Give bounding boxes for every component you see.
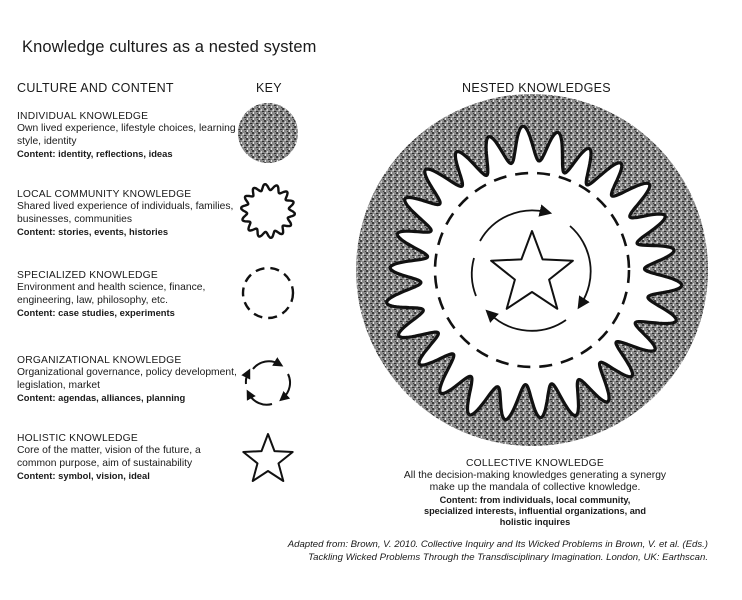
collective-heading: COLLECTIVE KNOWLEDGE bbox=[466, 458, 604, 469]
star-icon bbox=[242, 433, 294, 482]
entry-individual-knowledge: INDIVIDUAL KNOWLEDGE Own lived experienc… bbox=[17, 111, 237, 161]
entry-description: Shared lived experience of individuals, … bbox=[17, 201, 234, 225]
entry-content: Content: identity, reflections, ideas bbox=[17, 148, 173, 160]
entry-specialized-knowledge: SPECIALIZED KNOWLEDGE Environment and he… bbox=[17, 270, 237, 320]
entry-description: Core of the matter, vision of the future… bbox=[17, 445, 201, 469]
credit-line-2: Tackling Wicked Problems Through the Tra… bbox=[308, 552, 708, 563]
source-credit: Adapted from: Brown, V. 2010. Collective… bbox=[200, 538, 708, 564]
entry-heading: HOLISTIC KNOWLEDGE bbox=[17, 433, 138, 444]
entry-heading: ORGANIZATIONAL KNOWLEDGE bbox=[17, 355, 182, 366]
cycle-arrows-icon bbox=[241, 357, 292, 406]
entry-description: Own lived experience, lifestyle choices,… bbox=[17, 123, 236, 147]
column-header-key: KEY bbox=[256, 81, 282, 95]
entry-local-community-knowledge: LOCAL COMMUNITY KNOWLEDGE Shared lived e… bbox=[17, 189, 237, 239]
organizational-cycle-arrows bbox=[471, 204, 592, 332]
credit-line-1: Adapted from: Brown, V. 2010. Collective… bbox=[287, 539, 708, 550]
speckled-disc-icon bbox=[238, 103, 298, 163]
nested-knowledges-diagram bbox=[356, 94, 708, 446]
entry-description: Organizational governance, policy develo… bbox=[17, 367, 237, 391]
entry-content: Content: symbol, vision, ideal bbox=[17, 470, 150, 482]
collective-knowledge-caption: COLLECTIVE KNOWLEDGE All the decision-ma… bbox=[390, 458, 680, 528]
entry-holistic-knowledge: HOLISTIC KNOWLEDGE Core of the matter, v… bbox=[17, 433, 237, 483]
entry-heading: INDIVIDUAL KNOWLEDGE bbox=[17, 111, 149, 122]
entry-heading: LOCAL COMMUNITY KNOWLEDGE bbox=[17, 189, 192, 200]
collective-description: All the decision-making knowledges gener… bbox=[403, 470, 667, 494]
specialized-knowledge-dashed-ring bbox=[433, 171, 631, 369]
holistic-knowledge-star bbox=[490, 230, 574, 310]
community-boundary-wave bbox=[385, 124, 684, 422]
column-header-culture: CULTURE AND CONTENT bbox=[17, 81, 174, 95]
collective-content: Content: from individuals, local communi… bbox=[423, 494, 647, 527]
column-header-nested: NESTED KNOWLEDGES bbox=[462, 81, 611, 95]
entry-content: Content: stories, events, histories bbox=[17, 226, 169, 238]
page-title: Knowledge cultures as a nested system bbox=[22, 38, 317, 56]
entry-heading: SPECIALIZED KNOWLEDGE bbox=[17, 270, 158, 281]
entry-organizational-knowledge: ORGANIZATIONAL KNOWLEDGE Organizational … bbox=[17, 355, 237, 405]
entry-content: Content: case studies, experiments bbox=[17, 307, 175, 319]
entry-description: Environment and health science, finance,… bbox=[17, 282, 206, 306]
wavy-ring-icon bbox=[239, 182, 297, 240]
entry-content: Content: agendas, alliances, planning bbox=[17, 392, 186, 404]
dashed-circle-icon bbox=[241, 266, 295, 320]
